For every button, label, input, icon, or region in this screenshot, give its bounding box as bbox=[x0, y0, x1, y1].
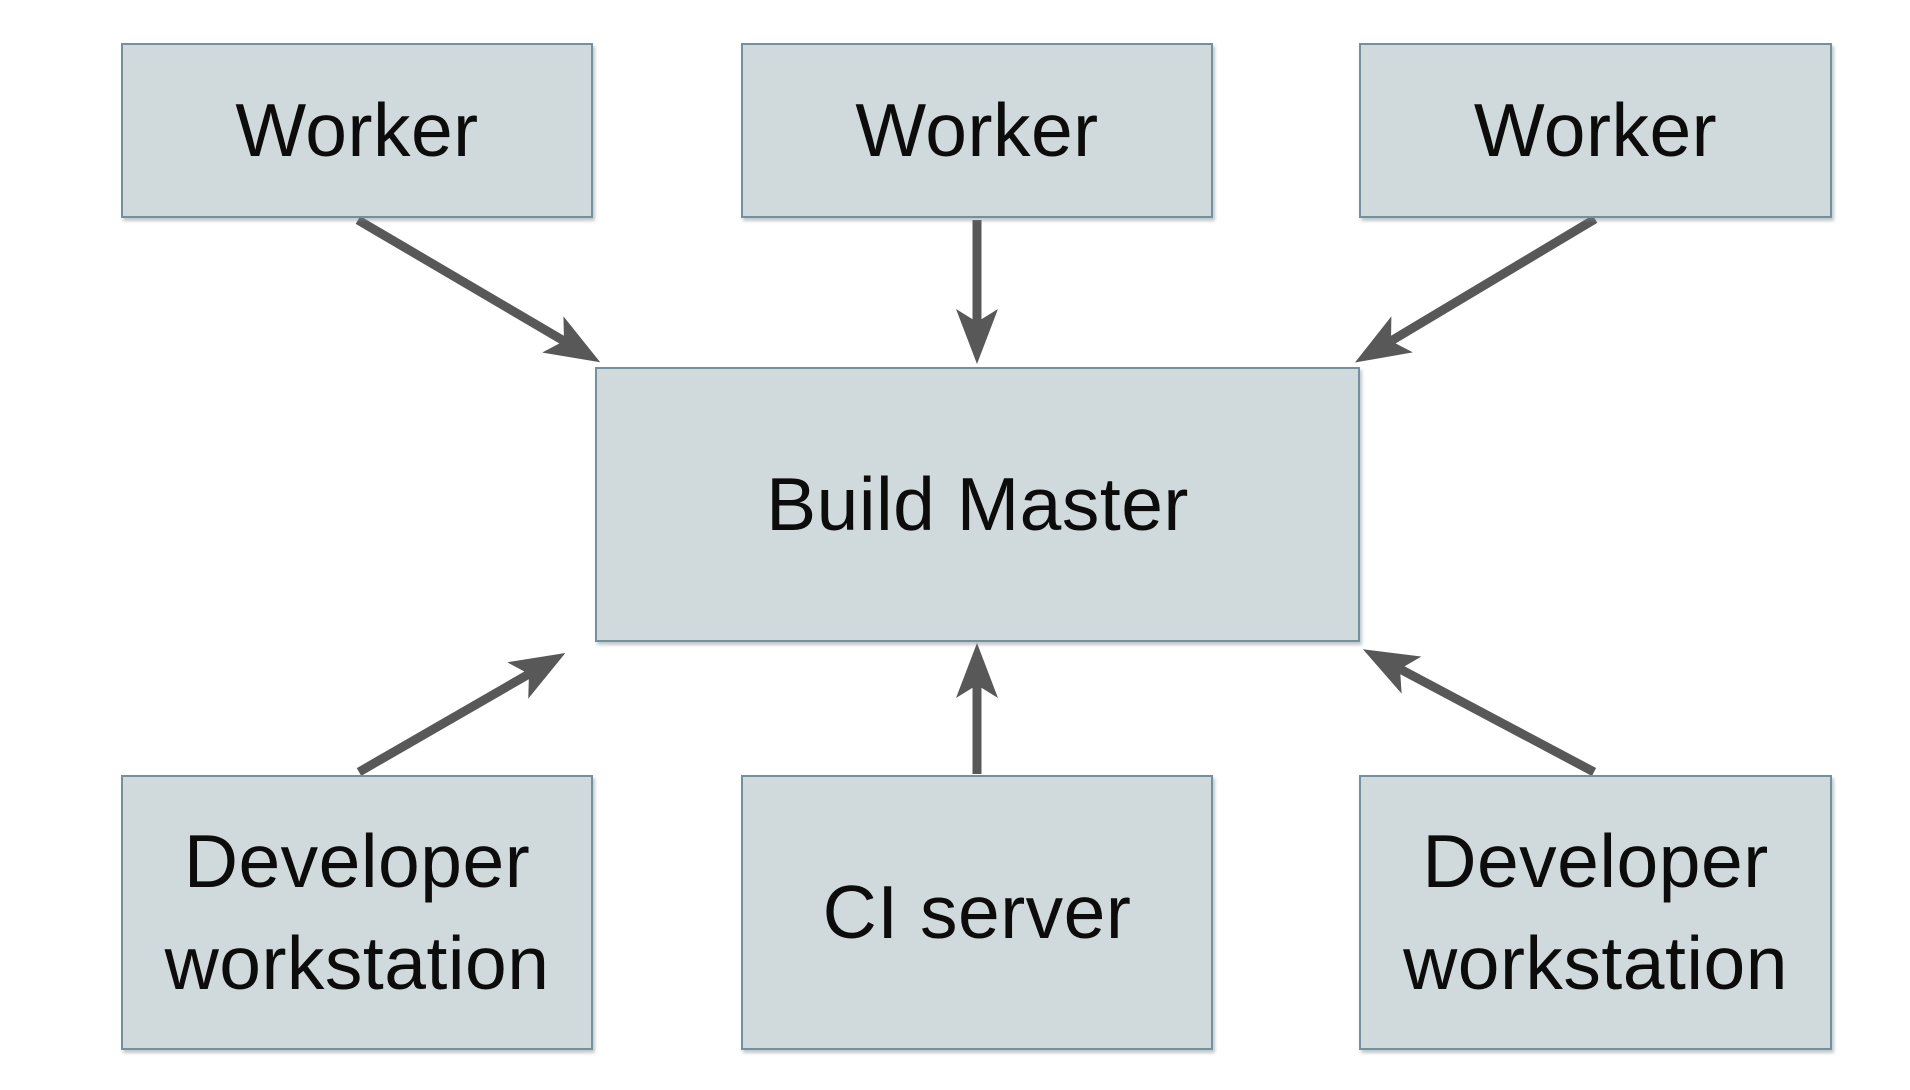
arrow-dev-workstation-left-to-build-master bbox=[356, 653, 566, 776]
node-worker-top-left-label: Worker bbox=[235, 87, 479, 172]
node-developer-workstation-left: Developer workstation bbox=[121, 775, 593, 1050]
node-developer-workstation-right-label: Developer workstation bbox=[1403, 819, 1788, 1005]
node-developer-workstation-right: Developer workstation bbox=[1359, 775, 1832, 1050]
arrow-worker-right-to-build-master bbox=[1354, 215, 1598, 363]
node-build-master: Build Master bbox=[595, 367, 1360, 642]
node-worker-top-right: Worker bbox=[1359, 43, 1832, 218]
node-developer-workstation-left-label: Developer workstation bbox=[164, 819, 550, 1005]
node-worker-top-center-label: Worker bbox=[855, 87, 1099, 172]
arrow-dev-workstation-right-to-build-master bbox=[1362, 649, 1597, 776]
node-worker-top-left: Worker bbox=[121, 43, 593, 218]
node-ci-server: CI server bbox=[741, 775, 1213, 1050]
node-worker-top-right-label: Worker bbox=[1473, 87, 1718, 172]
node-worker-top-center: Worker bbox=[741, 43, 1213, 218]
node-ci-server-label: CI server bbox=[822, 869, 1132, 954]
arrow-worker-left-to-build-master bbox=[355, 216, 601, 363]
node-build-master-label: Build Master bbox=[766, 461, 1189, 546]
